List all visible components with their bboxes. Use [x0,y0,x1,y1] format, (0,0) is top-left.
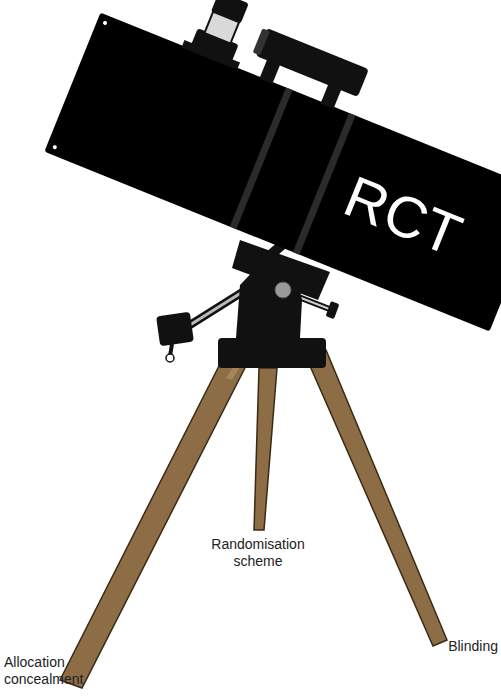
tripod-leg [60,352,250,688]
tube-ring [230,87,293,229]
axis-bolt [275,282,291,298]
knob [166,354,174,362]
rivet [102,20,107,25]
finder-scope [256,28,369,97]
counterweight [156,312,194,346]
telescope-tube: RCT [44,13,501,332]
leg-label: Allocation concealment [4,654,122,688]
leg-label: Blinding [398,638,498,655]
eyepiece [211,0,249,24]
leg-label: Randomisation scheme [196,536,320,570]
tube-ring [293,113,356,255]
focuser-base [181,40,240,70]
tripod-leg [303,350,447,646]
tripod-leg [254,368,277,530]
rivet [52,145,57,150]
finder-eyepiece [253,28,270,55]
tube-label: RCT [337,166,469,264]
tube-accessories [44,13,501,332]
tripod-head [218,338,326,368]
mount-arm [262,245,282,262]
knob [326,301,340,319]
